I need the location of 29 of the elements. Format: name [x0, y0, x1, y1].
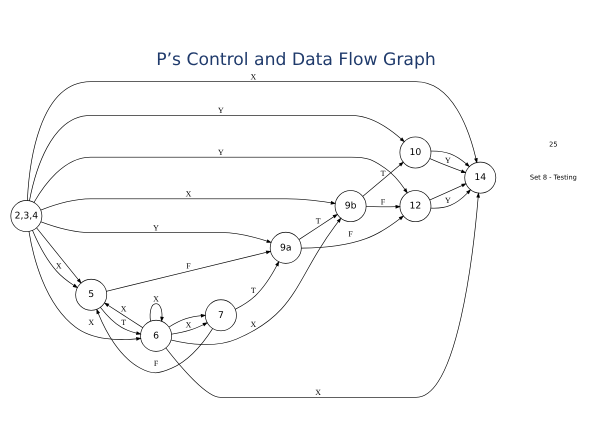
arrow [166, 192, 480, 398]
arrow [106, 250, 272, 292]
node-circle: 7 [205, 299, 237, 332]
arrow [168, 314, 206, 328]
node-circle: 6 [140, 320, 172, 352]
arrow [301, 216, 404, 248]
arrow [104, 302, 144, 328]
arrow [362, 162, 404, 197]
arrow [40, 198, 336, 210]
arrow [27, 81, 478, 201]
arrow [28, 231, 142, 341]
arrow [150, 303, 164, 322]
arrow [171, 322, 208, 334]
arrow [366, 204, 401, 209]
node-circle: 9a [270, 232, 302, 264]
arrow [170, 218, 342, 345]
arrow [29, 115, 405, 202]
arrow [430, 150, 470, 168]
node-circle: 2,3,4 [10, 200, 42, 232]
arrow [96, 308, 213, 374]
arrow [100, 307, 142, 335]
arrow [430, 189, 472, 209]
arrow [34, 156, 408, 203]
diagram-title: P’s Control and Data Flow Graph [156, 50, 436, 70]
arrow [298, 214, 338, 240]
arrow [235, 260, 280, 310]
arrow [430, 158, 466, 173]
arrow [430, 183, 467, 200]
arrow [40, 222, 272, 243]
